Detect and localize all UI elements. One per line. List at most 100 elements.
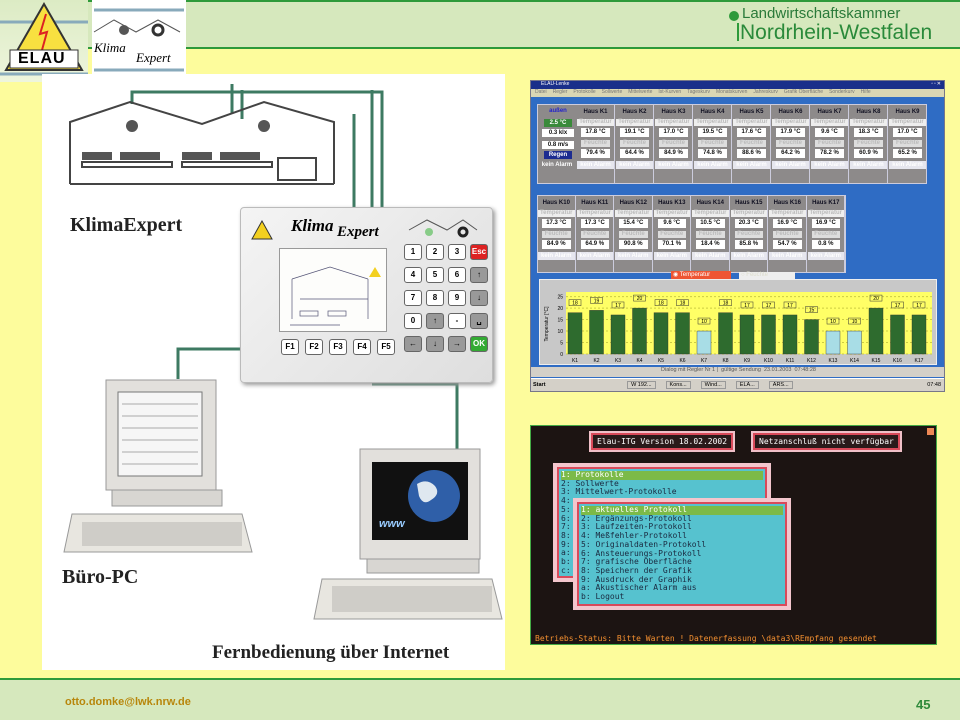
terminal-menu-item[interactable]: 8: bbox=[561, 530, 571, 540]
house-name[interactable]: Haus K9 bbox=[889, 107, 926, 117]
house-temperature: 20.3 °C bbox=[734, 219, 763, 228]
keypad-key[interactable]: 7 bbox=[404, 290, 422, 306]
house-name[interactable]: Haus K13 bbox=[653, 198, 690, 208]
keypad-key[interactable]: 2 bbox=[426, 244, 444, 260]
menu-item[interactable]: Protokolle bbox=[573, 89, 596, 95]
keypad-key[interactable]: ␣ bbox=[470, 313, 488, 329]
menu-item[interactable]: Jahreskurv bbox=[753, 89, 778, 95]
keypad-key[interactable]: ↓ bbox=[426, 336, 444, 352]
terminal-menu-item[interactable]: 1: aktuelles Protokoll bbox=[581, 505, 783, 515]
taskbar-item[interactable]: Kons... bbox=[665, 381, 691, 389]
data-label-box bbox=[633, 294, 646, 302]
house-name[interactable]: Haus K7 bbox=[811, 107, 848, 117]
keypad-key[interactable]: 6 bbox=[448, 267, 466, 283]
terminal-menu-item[interactable]: c: bbox=[561, 565, 571, 575]
taskbar-item[interactable]: W 192... bbox=[627, 381, 656, 389]
house-name[interactable]: Haus K11 bbox=[576, 198, 613, 208]
terminal-menu-item[interactable]: 5: bbox=[561, 504, 571, 514]
terminal-menu-item[interactable]: a: bbox=[561, 548, 571, 558]
menu-item[interactable]: Ist-Kurven bbox=[658, 89, 682, 95]
function-key[interactable]: F5 bbox=[377, 339, 395, 355]
keypad-key[interactable]: ← bbox=[404, 336, 422, 352]
house-name[interactable]: Haus K17 bbox=[807, 198, 844, 208]
terminal-menu-item[interactable]: 7: bbox=[561, 522, 571, 532]
keypad-key[interactable]: 5 bbox=[426, 267, 444, 283]
function-key[interactable]: F1 bbox=[281, 339, 299, 355]
function-key[interactable]: F3 bbox=[329, 339, 347, 355]
house-name[interactable]: Haus K2 bbox=[616, 107, 653, 117]
data-label-box bbox=[783, 301, 797, 309]
start-button[interactable]: Start bbox=[533, 382, 546, 388]
house-name[interactable]: Haus K4 bbox=[694, 107, 731, 117]
menu-item[interactable]: Sonderkurv bbox=[829, 89, 855, 95]
keypad-key[interactable]: ↓ bbox=[470, 290, 488, 306]
menu-item[interactable]: Monatskurven bbox=[716, 89, 748, 95]
taskbar-item[interactable]: ELA... bbox=[735, 381, 759, 389]
terminal-menu-item[interactable]: 9: bbox=[561, 539, 571, 549]
radio-humidity-label: Feuchte bbox=[746, 272, 768, 278]
keypad-key[interactable]: ↑ bbox=[470, 267, 488, 283]
house-name[interactable]: Haus K10 bbox=[538, 198, 575, 208]
keypad-key[interactable]: ↑ bbox=[426, 313, 444, 329]
taskbar-item[interactable]: ARS... bbox=[768, 381, 793, 389]
terminal-menu-item[interactable]: b: bbox=[561, 557, 571, 567]
terminal-menu-item[interactable]: 6: bbox=[561, 513, 571, 523]
house-divider bbox=[809, 105, 810, 183]
function-key[interactable]: F2 bbox=[305, 339, 323, 355]
house-name[interactable]: Haus K16 bbox=[769, 198, 806, 208]
menu-item[interactable]: Hilfe bbox=[860, 89, 871, 95]
house-name[interactable]: Haus K5 bbox=[733, 107, 770, 117]
terminal-menu-item[interactable]: 3: Laufzeiten-Protokoll bbox=[581, 522, 692, 532]
house-temperature: 15.4 °C bbox=[619, 219, 648, 228]
taskbar-item[interactable]: Wind... bbox=[700, 381, 726, 389]
house-name[interactable]: Haus K6 bbox=[772, 107, 809, 117]
radio-humidity[interactable]: ○ Feuchte bbox=[739, 272, 795, 280]
keypad-key[interactable]: - bbox=[448, 313, 466, 329]
terminal-menu-item[interactable]: 2: Sollwerte bbox=[561, 478, 619, 488]
terminal-menu-item[interactable]: 9: Ausdruck der Graphik bbox=[581, 574, 692, 584]
keypad-key[interactable]: → bbox=[448, 336, 466, 352]
house-divider bbox=[728, 196, 730, 272]
terminal-menu-item[interactable]: 4: Meßfehler-Protokoll bbox=[581, 531, 687, 541]
function-key[interactable]: F4 bbox=[353, 339, 371, 355]
keypad-key[interactable]: 8 bbox=[426, 290, 444, 306]
terminal-menu-item[interactable]: 8: Speichern der Grafik bbox=[581, 565, 692, 575]
radio-temperature[interactable]: ◉ Temperatur bbox=[671, 271, 731, 280]
data-label-box bbox=[740, 301, 754, 309]
terminal-menu-item[interactable]: 2: Ergänzungs-Protokoll bbox=[581, 513, 692, 523]
house-name[interactable]: Haus K14 bbox=[692, 198, 729, 208]
house-name[interactable]: Haus K15 bbox=[730, 198, 767, 208]
footer-email[interactable]: otto.domke@lwk.nrw.de bbox=[65, 696, 191, 708]
menu-item[interactable]: Grafik Oberfläche bbox=[783, 89, 824, 95]
humidity-label: Feuchte bbox=[659, 140, 688, 147]
terminal-menu-item[interactable]: 5: Originaldaten-Protokoll bbox=[581, 539, 707, 549]
bar-K15 bbox=[868, 307, 884, 355]
menu-item[interactable]: Datei bbox=[535, 89, 547, 95]
house-name[interactable]: Haus K8 bbox=[850, 107, 887, 117]
house-temperature: 17.3 °C bbox=[580, 219, 609, 228]
keypad-key[interactable]: Esc bbox=[470, 244, 488, 260]
house-name[interactable]: Haus K12 bbox=[615, 198, 652, 208]
house-name[interactable]: Haus K1 bbox=[577, 107, 614, 117]
terminal-menu-item[interactable]: 6: Ansteuerungs-Protokoll bbox=[581, 548, 702, 558]
keypad-key[interactable]: 4 bbox=[404, 267, 422, 283]
house-name[interactable]: Haus K3 bbox=[655, 107, 692, 117]
terminal-menu-item[interactable]: a: Akustischer Alarm aus bbox=[581, 583, 697, 593]
menu-item[interactable]: Mittelwerte bbox=[628, 89, 653, 95]
terminal-menu-item[interactable]: 4: bbox=[561, 496, 571, 506]
keypad-key[interactable]: 3 bbox=[448, 244, 466, 260]
keypad-key[interactable]: 1 bbox=[404, 244, 422, 260]
terminal-menu-item[interactable]: 7: grafische Oberfläche bbox=[581, 557, 692, 567]
menu-item[interactable]: Regler bbox=[552, 89, 568, 95]
menu-item[interactable]: Tageskurv bbox=[687, 89, 711, 95]
window-controls[interactable]: ▫▫✕ bbox=[931, 81, 942, 87]
keypad-key[interactable]: 0 bbox=[404, 313, 422, 329]
terminal-menu-item[interactable]: 1: Protokolle bbox=[561, 470, 763, 480]
menu-item[interactable]: Sollwerte bbox=[601, 89, 623, 95]
terminal-menu-item[interactable]: 3: Mittelwert-Protokolle bbox=[561, 487, 677, 497]
terminal-menu-item[interactable]: b: Logout bbox=[581, 592, 625, 602]
keypad-key[interactable]: OK bbox=[470, 336, 488, 352]
house-temperature: 9.6 °C bbox=[657, 219, 686, 228]
keypad-key[interactable]: 9 bbox=[448, 290, 466, 306]
